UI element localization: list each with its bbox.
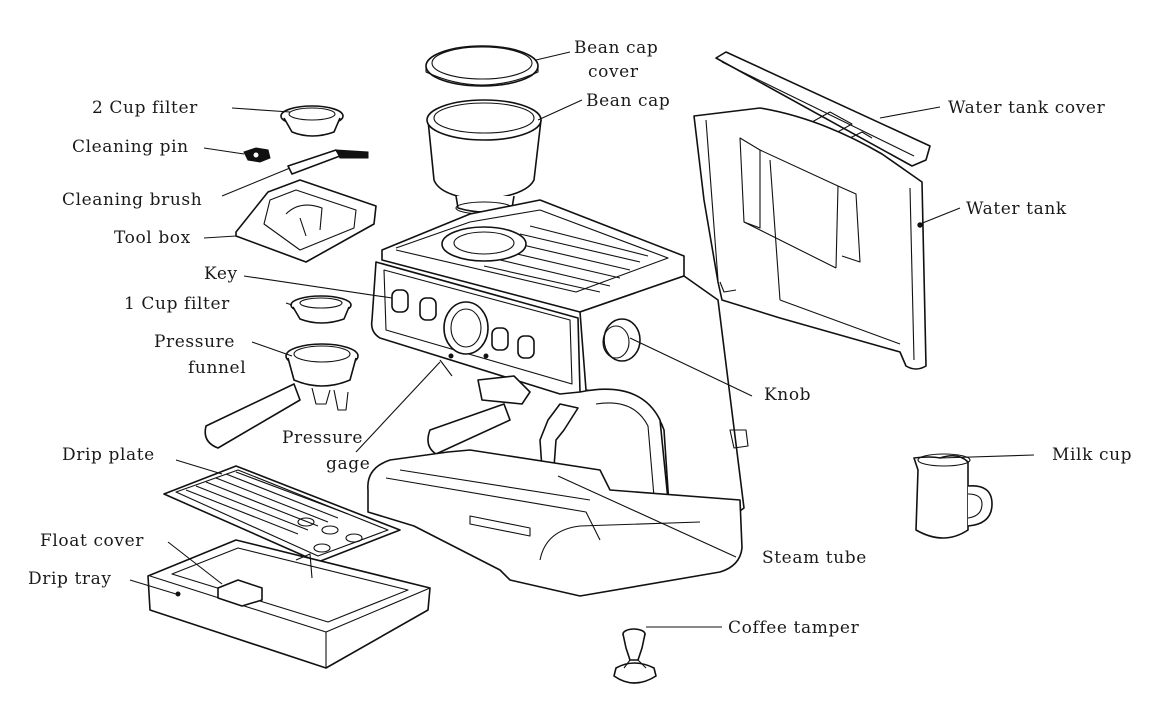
leader-lines [129,51,1035,628]
cleaning-pin [243,147,271,163]
cleaning-brush [287,149,369,175]
one-cup-filter [290,295,352,324]
label-pressure-gage-line2: gage [326,454,370,474]
label-float-cover: Float cover [40,531,144,551]
label-milk-cup: Milk cup [1052,445,1132,465]
label-water-tank: Water tank [966,199,1067,219]
label-key: Key [204,264,238,284]
label-bean-cap-cover-line2: cover [588,62,639,82]
label-cleaning-pin: Cleaning pin [72,137,189,157]
label-bean-cap-cover-line1: Bean cap [574,38,658,58]
water-tank-cover [715,51,931,167]
part-labels: Bean cap cover Bean cap 2 Cup filter Cle… [28,38,1132,638]
label-bean-cap: Bean cap [586,91,670,111]
pressure-funnel [204,343,359,449]
milk-cup [913,453,993,539]
label-knob: Knob [764,385,811,405]
label-pressure-funnel-line2: funnel [188,358,246,378]
drip-tray [147,539,431,669]
label-tool-box: Tool box [114,228,191,248]
label-drip-plate: Drip plate [62,445,155,465]
label-drip-tray: Drip tray [28,569,112,589]
tool-box [235,179,377,263]
label-pressure-gage-line1: Pressure [282,428,363,448]
label-one-cup-filter: 1 Cup filter [124,294,230,314]
machine-body [367,199,749,597]
drip-plate [163,465,401,563]
label-two-cup-filter: 2 Cup filter [92,98,198,118]
label-pressure-funnel-line1: Pressure [154,332,235,352]
bean-cap-cover [425,45,539,87]
label-cleaning-brush: Cleaning brush [62,190,202,210]
coffee-tamper [613,628,657,684]
two-cup-filter [280,105,344,137]
water-tank [693,107,927,370]
label-coffee-tamper: Coffee tamper [728,618,860,638]
label-steam-tube: Steam tube [762,548,867,568]
bean-cap [426,99,542,215]
label-water-tank-cover: Water tank cover [948,98,1106,118]
